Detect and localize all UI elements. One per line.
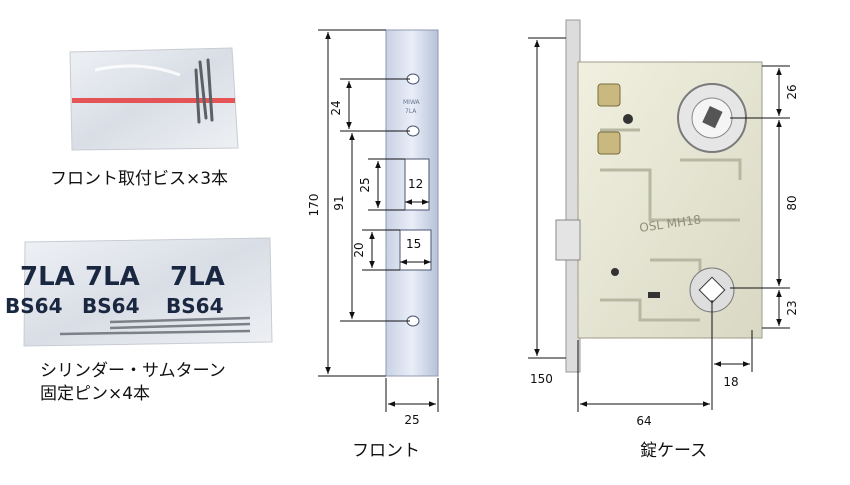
bag-print-7la-2: 7LA	[85, 262, 140, 292]
front-screw-hole	[406, 73, 420, 327]
dim-latch-height: 25	[358, 177, 372, 192]
screw-icon	[194, 58, 214, 124]
bag-print-7la-3: 7LA	[170, 262, 225, 292]
dim-bolt-height: 20	[352, 242, 366, 257]
bag-print-7la-1: 7LA	[20, 262, 75, 292]
dim-cylinder-to-thumbturn: 80	[785, 195, 799, 210]
dim-latch-width: 12	[408, 177, 423, 191]
screw-bag	[69, 47, 239, 151]
front-engraving-1: MIWA	[403, 99, 421, 106]
dim-case-height: 150	[530, 372, 553, 386]
front-caption: フロント	[352, 441, 420, 461]
dim-front-height: 170	[307, 194, 321, 217]
bag-print-bs64-1: BS64	[5, 294, 62, 318]
screws-caption: フロント取付ビス×3本	[50, 169, 229, 189]
front-plate: MIWA 7LA	[307, 29, 439, 427]
thumbturn-spindle	[689, 267, 735, 313]
dim-spindle-offset: 18	[723, 375, 738, 389]
lockcase-caption: 錠ケース	[640, 441, 708, 461]
pin-bag: 7LA 7LA 7LA BS64 BS64 BS64	[5, 237, 273, 347]
dim-top-to-cylinder: 26	[785, 84, 799, 99]
lockcase: OSL MH18 150 26 80	[528, 19, 799, 428]
dim-front-hole-main: 91	[332, 195, 346, 210]
dim-bolt-width: 15	[406, 237, 421, 251]
pins-caption-line1: シリンダー・サムターン	[40, 361, 226, 381]
bag-print-bs64-2: BS64	[82, 294, 139, 318]
pin-icon	[59, 316, 251, 336]
front-engraving-2: 7LA	[405, 108, 417, 115]
dim-front-hole-top: 24	[329, 100, 343, 115]
cylinder-cam	[677, 83, 747, 153]
bag-print-bs64-3: BS64	[166, 294, 223, 318]
dim-backset: 64	[636, 414, 651, 428]
pins-caption-line2: 固定ピン×4本	[40, 384, 151, 404]
dim-thumbturn-to-bottom: 23	[785, 300, 799, 315]
dim-front-width: 25	[404, 413, 419, 427]
